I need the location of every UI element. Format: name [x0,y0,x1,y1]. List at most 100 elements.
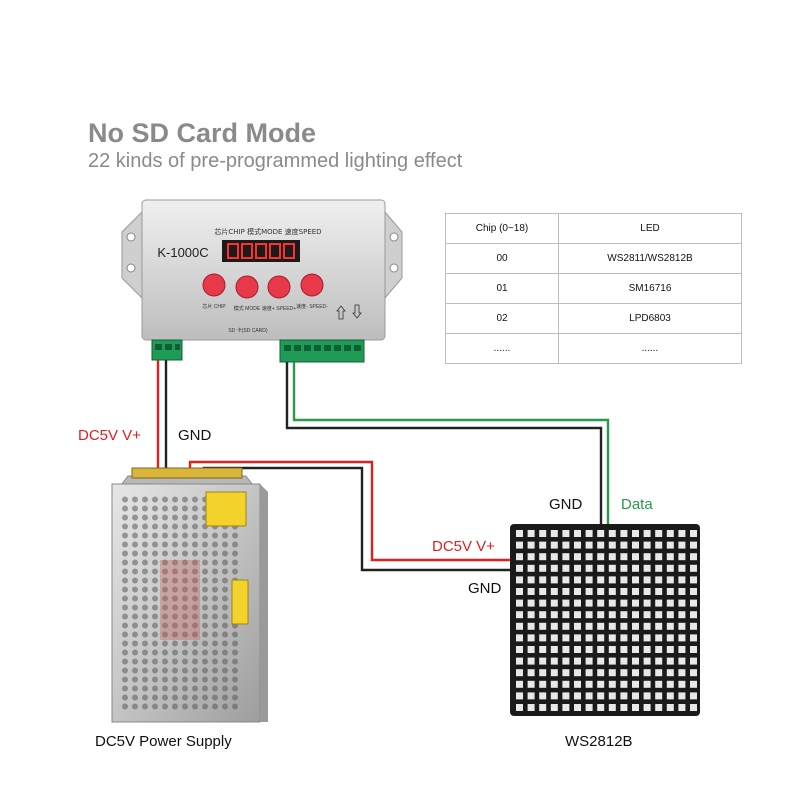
led-pixel [574,669,581,677]
led-pixel [527,646,535,653]
output-terminal [279,339,365,363]
led-pixel [574,541,581,549]
led-pixel [620,553,628,561]
led-pixel [550,576,558,584]
controller-mounting-plate [121,210,143,300]
led-pixel [585,657,593,665]
led-pixel [527,692,535,700]
led-pixel [562,646,570,653]
led-pixel [539,622,547,630]
led-pixel [620,704,628,711]
led-pixel [597,657,605,665]
led-pixel [608,611,616,619]
led-pixel [678,634,686,642]
led-pixel [574,680,581,688]
led-pixel [550,646,558,653]
led-pixel [666,599,674,607]
led-pixel [632,704,639,711]
led-pixel [632,692,639,700]
led-pixel [562,622,570,630]
led-pixel [585,530,593,537]
led-pixel [666,611,674,619]
caption-power-supply: DC5V Power Supply [95,733,232,750]
label-gnd-top: GND [549,496,583,513]
led-pixel [539,704,547,711]
led-pixel [678,657,686,665]
led-pixel [516,669,523,677]
led-pixel [585,692,593,700]
led-pixel [608,588,616,595]
led-pixel [574,646,581,653]
chip-button[interactable] [202,273,226,297]
led-pixel [574,576,581,584]
led-pixel [690,530,697,537]
speed-up-button-label: 速度+ SPEED+ [262,305,296,312]
led-pixel [643,704,651,711]
led-pixel [655,564,663,572]
chip-button-label: 芯片 CHIP [202,303,226,310]
led-pixel [620,622,628,630]
led-pixel [620,692,628,700]
speed-down-button[interactable] [300,273,324,297]
chip-table: Chip (0~18) LED 00 WS2811/WS2812B 01 SM1… [445,213,742,364]
chip-table-header-chip: Chip (0~18) [445,213,559,244]
led-pixel [550,564,558,572]
led-pixel [666,657,674,665]
led-pixel [539,553,547,561]
led-pixel [690,669,697,677]
led-pixel [562,564,570,572]
led-pixel [527,541,535,549]
led-digits [227,243,295,259]
led-pixel [690,622,697,630]
label-dc5v-matrix: DC5V V+ [432,538,495,555]
led-pixel [608,692,616,700]
led-pixel [643,541,651,549]
led-pixel [690,541,697,549]
led-pixel [608,657,616,665]
led-pixel [678,576,686,584]
led-pixel [574,622,581,630]
led-pixel [574,553,581,561]
chip-code: 01 [445,273,559,304]
led-pixel [690,611,697,619]
led-pixel [655,634,663,642]
mode-button[interactable] [235,275,259,299]
title: No SD Card Mode [88,118,317,148]
led-pixel [550,669,558,677]
led-pixel [643,553,651,561]
led-pixel [608,541,616,549]
led-pixel [608,553,616,561]
led-pixel [550,553,558,561]
controller-mounting-plate-right [384,210,403,300]
led-pixel [597,692,605,700]
speed-up-button[interactable] [267,275,291,299]
led-pixel [643,680,651,688]
led-pixel [539,646,547,653]
led-pixel [690,657,697,665]
led-pixel [527,530,535,537]
led-pixel [632,634,639,642]
arrow-up-icon [336,305,346,320]
led-pixel [516,646,523,653]
led-pixel [574,588,581,595]
led-pixel [666,622,674,630]
led-pixel [655,646,663,653]
led-pixel [655,669,663,677]
led-pixel [666,588,674,595]
led-pixel [643,599,651,607]
led-pixel [608,646,616,653]
led-pixel [539,634,547,642]
led-pixel [539,588,547,595]
led-pixel [539,530,547,537]
led-pixel [632,680,639,688]
led-pixel [620,669,628,677]
led-pixel [632,541,639,549]
led-pixel [643,634,651,642]
led-pixel [562,611,570,619]
led-pixel [655,588,663,595]
led-pixel [527,611,535,619]
led-pixel [597,599,605,607]
led-pixel [655,599,663,607]
led-pixel [678,541,686,549]
